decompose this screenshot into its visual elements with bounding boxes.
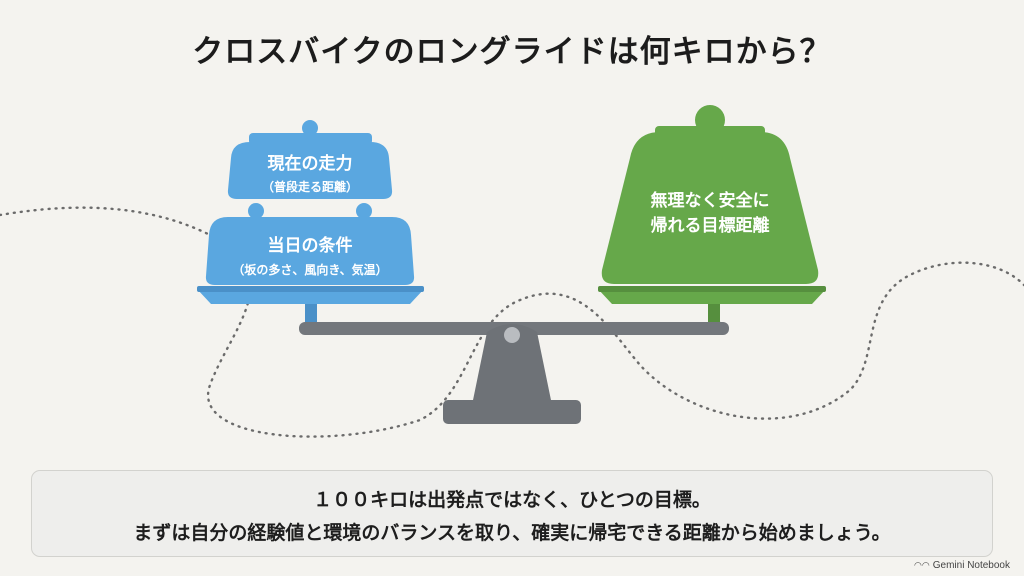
day-conditions-title: 当日の条件 bbox=[267, 236, 353, 256]
notebook-logo-icon: ◠◠ bbox=[914, 560, 930, 570]
message-box: １００キロは出発点ではなく、ひとつの目標。 まずは自分の経験値と環境のバランスを… bbox=[31, 470, 993, 557]
brand-watermark: ◠◠Gemini Notebook bbox=[914, 560, 1010, 571]
target-distance-label: 無理なく安全に 帰れる目標距離 bbox=[610, 189, 810, 239]
message-line-1: １００キロは出発点ではなく、ひとつの目標。 bbox=[313, 489, 711, 511]
day-conditions-label: 当日の条件 （坂の多さ、風向き、気温） bbox=[206, 231, 414, 278]
right-pan bbox=[598, 286, 826, 322]
page-title: クロスバイクのロングライドは何キロから？ bbox=[192, 34, 832, 70]
target-distance-line2: 帰れる目標距離 bbox=[650, 216, 770, 236]
target-weight-block bbox=[601, 105, 819, 284]
scale-stand bbox=[443, 324, 581, 424]
left-pan bbox=[197, 286, 424, 322]
current-ability-label: 現在の走力 （普段走る距離） bbox=[228, 149, 392, 195]
message-line-2: まずは自分の経験値と環境のバランスを取り、確実に帰宅できる距離から始めましょう。 bbox=[133, 522, 891, 544]
current-ability-title: 現在の走力 bbox=[267, 154, 353, 174]
current-ability-subtitle: （普段走る距離） bbox=[261, 180, 358, 194]
brand-label: Gemini Notebook bbox=[932, 560, 1010, 571]
target-distance-line1: 無理なく安全に bbox=[650, 191, 770, 211]
upper-weight-block bbox=[227, 120, 393, 199]
lower-weight-block bbox=[205, 217, 415, 285]
day-conditions-subtitle: （坂の多さ、風向き、気温） bbox=[232, 263, 388, 277]
